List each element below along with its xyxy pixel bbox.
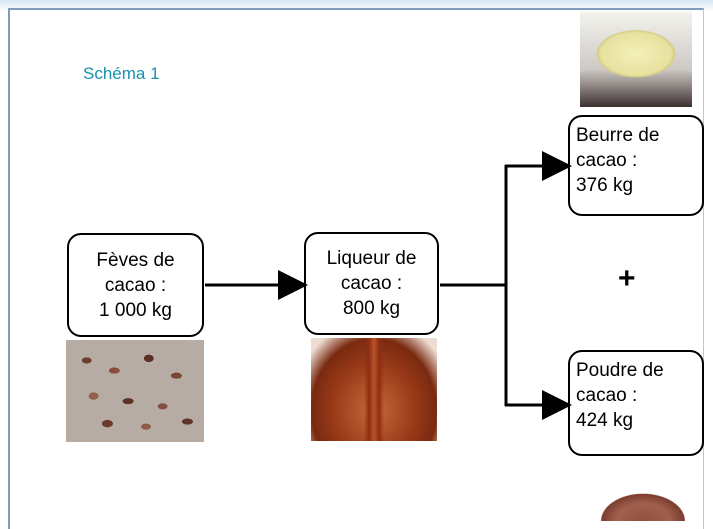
node-poudre-line3: 424 kg bbox=[576, 410, 634, 431]
node-beurre-de-cacao: Beurre de cacao : 376 kg bbox=[568, 115, 704, 216]
node-feves-line2: cacao : bbox=[104, 274, 167, 296]
node-liqueur-line1: Liqueur de bbox=[326, 248, 417, 269]
cocoa-powder-photo bbox=[584, 457, 702, 521]
node-poudre-de-cacao: Poudre de cacao : 424 kg bbox=[568, 350, 704, 456]
plus-operator: + bbox=[618, 262, 636, 295]
node-beurre-line3: 376 kg bbox=[576, 175, 634, 196]
node-liqueur-line2: cacao : bbox=[340, 273, 403, 294]
frame-border bbox=[8, 8, 704, 529]
node-feves-de-cacao: Fèves de cacao : 1 000 kg bbox=[67, 233, 204, 337]
node-beurre-line1: Beurre de bbox=[576, 125, 660, 146]
schema-title: Schéma 1 bbox=[83, 64, 160, 83]
node-poudre-line1: Poudre de bbox=[576, 360, 664, 381]
node-feves-line1: Fèves de bbox=[96, 249, 175, 271]
cocoa-liquor-photo bbox=[311, 338, 437, 441]
node-feves-line3: 1 000 kg bbox=[99, 299, 172, 321]
cocoa-butter-photo bbox=[580, 12, 692, 107]
node-beurre-line2: cacao : bbox=[576, 150, 638, 171]
cocoa-beans-photo bbox=[66, 340, 204, 442]
node-liqueur-line3: 800 kg bbox=[342, 298, 401, 319]
node-poudre-line2: cacao : bbox=[576, 385, 638, 406]
